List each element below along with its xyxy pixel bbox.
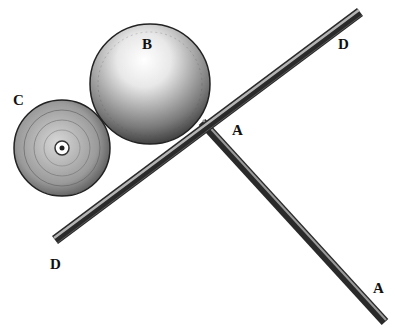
part-letter: A [232, 122, 243, 138]
part-letter: B [142, 36, 152, 52]
rod-d [54, 10, 362, 243]
part-letter: A [373, 280, 384, 296]
part-letter: D [50, 256, 61, 272]
ball-b [90, 24, 210, 144]
part-letter: D [338, 36, 349, 52]
rod-a [202, 120, 386, 322]
part-letter: C [13, 92, 24, 108]
disc-c [14, 100, 110, 196]
